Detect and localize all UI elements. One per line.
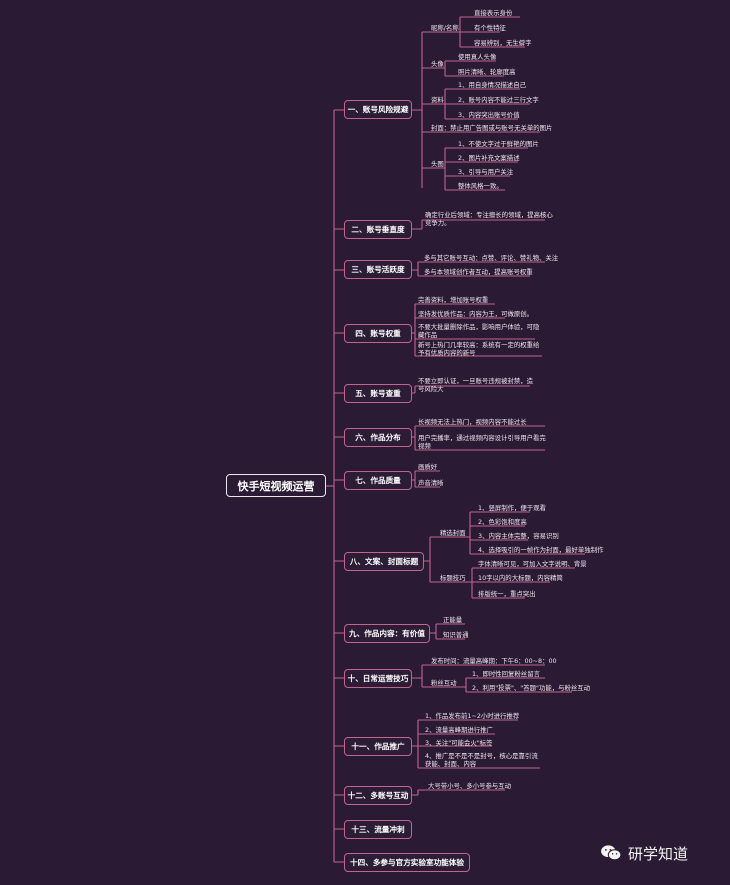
branch-14[interactable]: 十四、多参与官方实验室功能体验 [344, 853, 470, 872]
node-b1-sub4[interactable]: 封面：禁止用广告图或与账号无关单的图片 [431, 124, 553, 132]
node-b5-item1[interactable]: 不要立即认证，一旦账号违规被封禁，造号风险大 [418, 377, 534, 393]
node-b6-item1[interactable]: 长视频无法上热门，视频内容不能过长 [418, 418, 527, 426]
branch-1[interactable]: 一、账号风险规避 [344, 100, 412, 119]
node-b3-item1[interactable]: 多与其它账号互动：点赞、评论、赞礼物、关注 [424, 254, 559, 262]
node-b4-item2[interactable]: 坚持发优质作品：内容为王，可做原创。 [418, 310, 534, 318]
node-b1-sub5[interactable]: 头图 [431, 160, 444, 168]
branch-13[interactable]: 十三、流量冲刺 [344, 820, 412, 839]
node-b1-sub1[interactable]: 昵称/名称 [431, 24, 459, 32]
node-b1-sub3-item3[interactable]: 3、内容突出账号价值 [458, 111, 520, 119]
watermark-text: 研学知道 [628, 844, 689, 863]
node-b8-sub2[interactable]: 标题技巧 [440, 574, 466, 582]
branch-2[interactable]: 二、账号垂直度 [344, 220, 412, 239]
node-b1-sub3-item2[interactable]: 2、账号内容不能过三行文字 [458, 96, 539, 104]
node-b10-sub-item1[interactable]: 1、即时性回复粉丝留言 [472, 670, 540, 678]
node-b1-sub5-item2[interactable]: 2、图片补充文案描述 [458, 154, 520, 162]
wechat-icon [601, 845, 622, 861]
node-b4-item1[interactable]: 完善资料，增加账号权重 [418, 296, 489, 304]
node-b11-item2[interactable]: 2、流量高峰期进行推广 [425, 726, 493, 734]
node-b8-sub1[interactable]: 精选封面 [440, 529, 466, 537]
node-b2-item1[interactable]: 确定行业后领域：专注擅长的领域，提高核心竞争力。 [425, 211, 553, 227]
watermark: 研学知道 [600, 842, 688, 864]
branch-12[interactable]: 十二、多账号互动 [344, 786, 412, 805]
node-b4-item4[interactable]: 新号上热门几率较高：系统有一定的权重给予有优质内容的新号 [418, 341, 540, 357]
node-b1-sub5-item3[interactable]: 3、引导与用户关注 [458, 168, 514, 176]
node-b8-sub1-item4[interactable]: 4、选择吸引的一帧作为封面，最好单独制作 [478, 546, 604, 554]
node-b8-sub2-item3[interactable]: 排版统一，重点突出 [478, 590, 536, 598]
node-b11-item3[interactable]: 3、关注"可能会火"标签 [425, 739, 493, 747]
node-b7-item1[interactable]: 画质好 [418, 463, 438, 471]
node-b9-item2[interactable]: 知识普通 [443, 631, 469, 639]
node-b10-item1[interactable]: 发布时间：流量高峰期：下午6：00~8：00 [431, 657, 557, 665]
node-b4-item3[interactable]: 不要大批量删除作品，影响用户体验，可隐藏作品 [418, 323, 540, 339]
root-node[interactable]: 快手短视频运营 [226, 474, 326, 497]
branch-8[interactable]: 八、文案、封面标题 [344, 552, 424, 571]
node-b8-sub1-item3[interactable]: 3、内容主体完整，容易识别 [478, 532, 559, 540]
node-b1-sub5-item1[interactable]: 1、不使文字过于鲜艳的图片 [458, 140, 539, 148]
node-b8-sub2-item2[interactable]: 10字以内的大标题，内容精简 [478, 574, 563, 582]
branch-11[interactable]: 十一、作品推广 [344, 737, 412, 756]
node-b11-item4[interactable]: 4、推广是不是不是封号，核心是靠引流获能、封面、内容 [425, 752, 538, 768]
branch-6[interactable]: 六、作品分布 [344, 428, 412, 447]
node-b9-item1[interactable]: 正能量 [443, 616, 463, 624]
node-b1-sub2[interactable]: 头像 [431, 60, 444, 68]
node-b1-sub5-item4[interactable]: 整体风格一致。 [458, 182, 503, 190]
node-b10-sub[interactable]: 粉丝互动 [431, 679, 457, 687]
branch-5[interactable]: 五、账号查重 [344, 384, 412, 403]
node-b1-sub1-item1[interactable]: 直接表示身份 [474, 9, 513, 17]
node-b1-sub3[interactable]: 资料 [431, 96, 444, 104]
branch-10[interactable]: 十、日常运营技巧 [344, 669, 412, 688]
node-b1-sub3-item1[interactable]: 1、用自身情况描述自己 [458, 81, 526, 89]
node-b12-item1[interactable]: 大号带小号、多小号参与互动 [428, 782, 512, 790]
node-b3-item2[interactable]: 多与本领域创作者互动，提高账号权重 [424, 268, 533, 276]
node-b8-sub1-item2[interactable]: 2、色彩饱和度高 [478, 518, 527, 526]
node-b6-item2[interactable]: 用户完播率，通过视频内容设计引导用户看完视频 [418, 434, 546, 450]
branch-7[interactable]: 七、作品质量 [344, 471, 412, 490]
node-b11-item1[interactable]: 1、作品发布前1~2小时进行推荐 [425, 712, 520, 720]
node-b1-sub2-item2[interactable]: 照片清晰、轮廓度高 [458, 68, 516, 76]
branch-3[interactable]: 三、账号活跃度 [344, 260, 412, 279]
node-b7-item2[interactable]: 声音清晰 [418, 479, 444, 487]
node-b1-sub1-item2[interactable]: 有个性特征 [474, 24, 506, 32]
node-b1-sub1-item3[interactable]: 容易辨别，无生僻字 [474, 39, 532, 47]
branch-4[interactable]: 四、账号权重 [344, 324, 412, 343]
node-b8-sub2-item1[interactable]: 字体清晰可见，可加入文字说明、背景 [478, 560, 587, 568]
node-b10-sub-item2[interactable]: 2、利用"投票"、"答题"功能，与粉丝互动 [472, 684, 591, 692]
node-b8-sub1-item1[interactable]: 1、竖屏制作，便于观看 [478, 504, 546, 512]
node-b1-sub2-item1[interactable]: 使用真人头像 [458, 53, 497, 61]
branch-9[interactable]: 九、作品内容：有价值 [344, 624, 430, 643]
